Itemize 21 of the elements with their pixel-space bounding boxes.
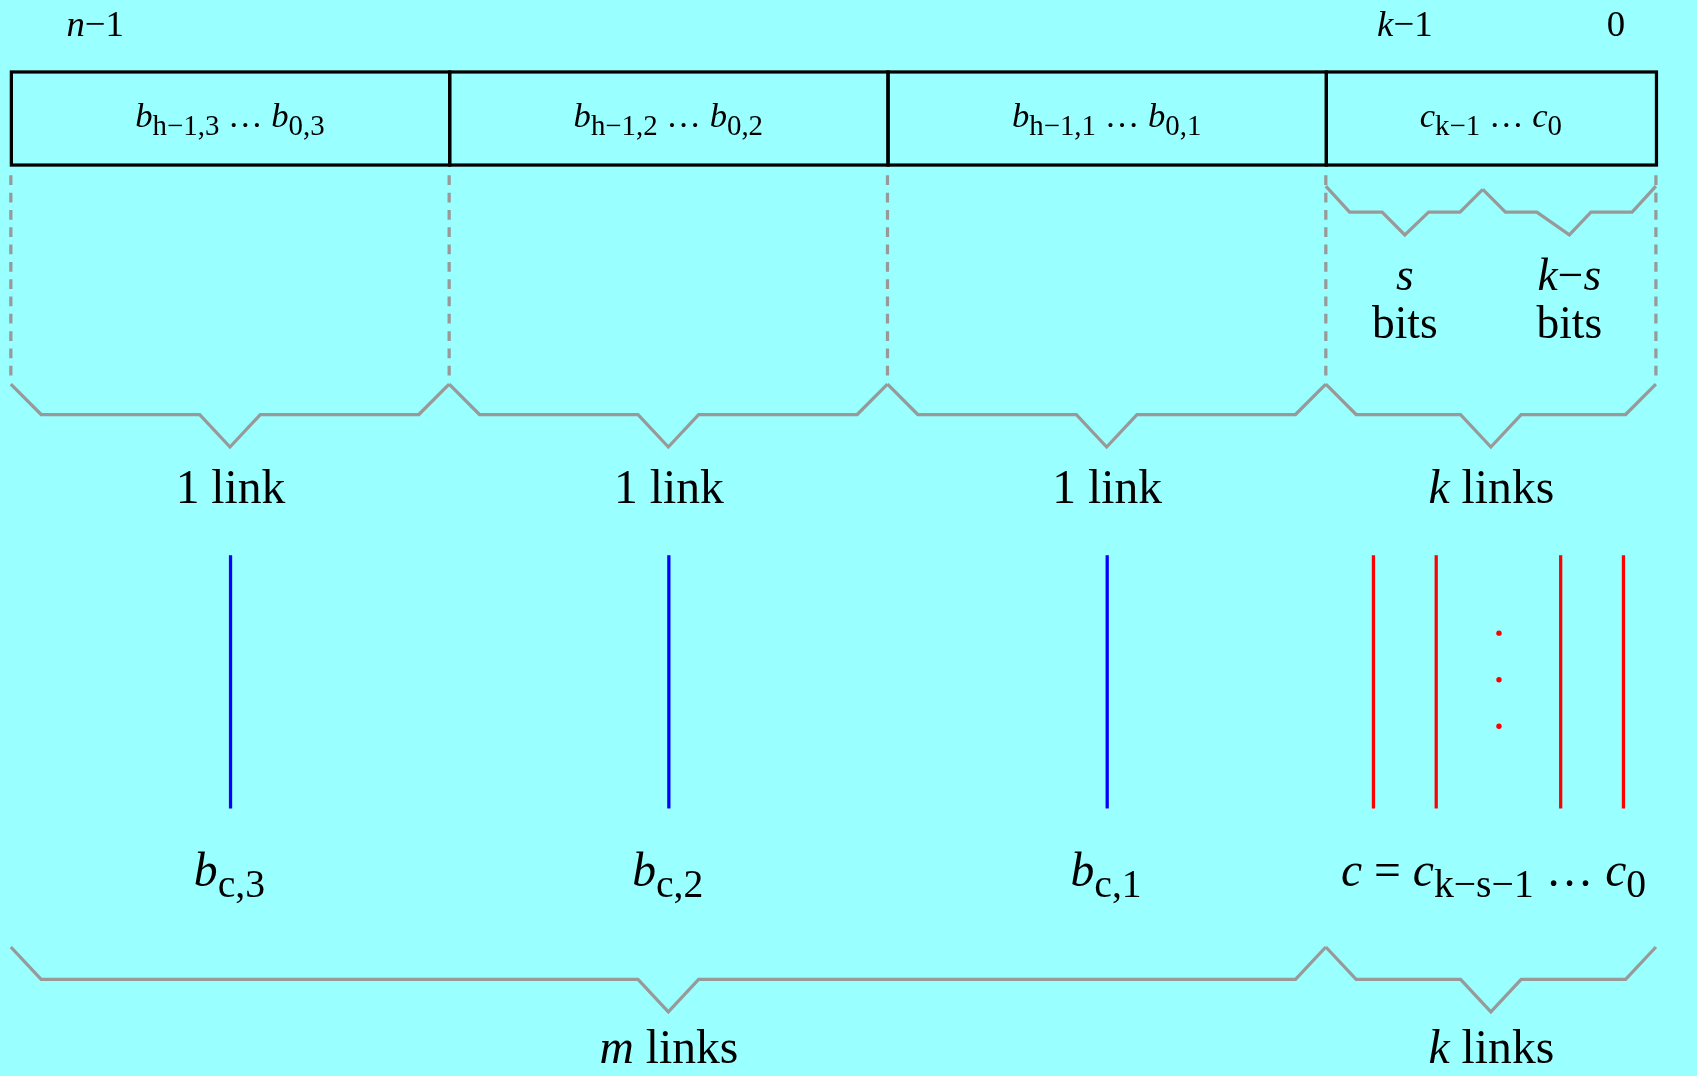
bit-field-text: c$_{k−1}$ … c$_{0}$ [1419,95,1562,142]
link-count-label: 1 link [613,463,724,514]
bit-index-label: n−1 [66,4,124,43]
bit-field-text: b$_{h−1,3}$ … b$_{0,3}$ [135,95,325,142]
link-count-label: 1 link [175,463,286,514]
register-cell [9,70,451,167]
bit-field-text: b$_{h−1,2}$ … b$_{0,2}$ [573,95,763,142]
bit-index-label: k−1 [1377,4,1433,43]
bit-count-label: s bits [1371,251,1439,347]
signal-label: b$_{c,3}$ [193,846,266,906]
bit-field-text: b$_{h−1,1}$ … b$_{0,1}$ [1011,95,1202,142]
signal-label: b$_{c,2}$ [632,846,704,906]
bit-index-label: 0 [1606,4,1626,43]
register-cell [1324,70,1658,167]
link-count-label: k links [1428,1022,1555,1073]
link-count-label: 1 link [1052,463,1163,514]
link-count-label: m links [599,1022,739,1073]
link-count-label: k links [1428,463,1555,514]
bit-count-label: k−s bits [1535,251,1604,347]
signal-label: b$_{c,1}$ [1070,846,1142,906]
signal-label: c = c$_{k−s−1}$ … c$_{0}$ [1340,846,1647,906]
